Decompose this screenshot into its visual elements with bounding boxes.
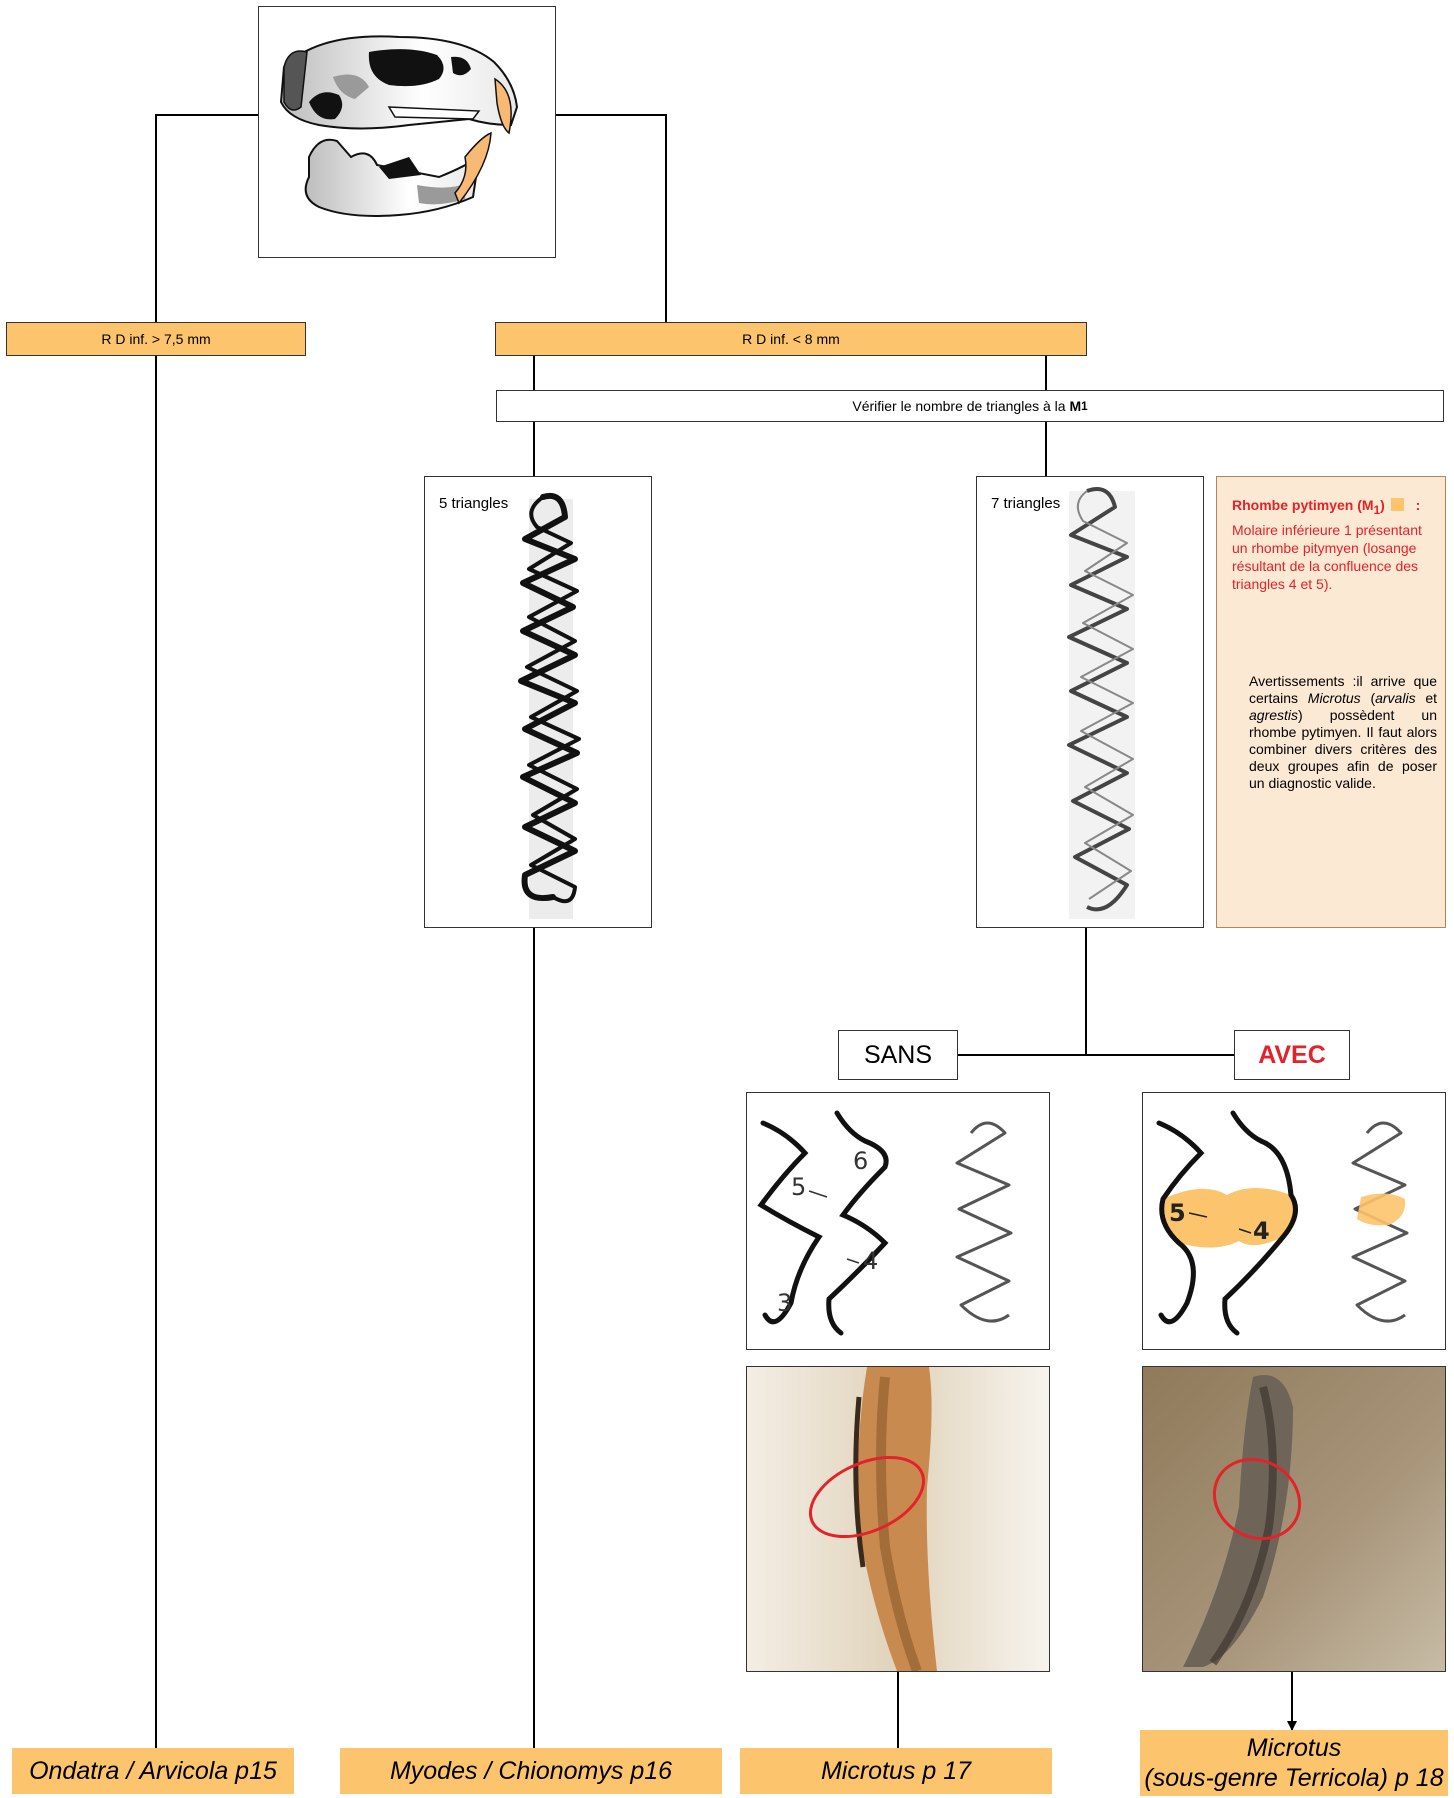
triangle-label-3: 3: [777, 1289, 792, 1317]
warning-species-2: agrestis: [1249, 707, 1298, 723]
molar-term: M: [1069, 398, 1081, 414]
note-body: Molaire inférieure 1 présentant un rhomb…: [1232, 521, 1432, 593]
result-ondatra-arvicola: Ondatra / Arvicola p15: [12, 1748, 294, 1794]
sans-detail-box: 5 6 4 3: [746, 1092, 1050, 1350]
seven-triangles-box: 7 triangles: [976, 476, 1204, 928]
branch-right-measure: R D inf. < 8 mm: [495, 322, 1087, 356]
note-title: Rhombe pytimyen (M1) :: [1232, 497, 1420, 517]
branch-left-measure: R D inf. > 7,5 mm: [6, 322, 306, 356]
avec-detail-box: 5 4: [1142, 1092, 1446, 1350]
result-myodes-text: Myodes / Chionomys p16: [390, 1756, 672, 1786]
highlight-swatch: [1391, 498, 1404, 511]
molar-term-sub: 1: [1081, 400, 1087, 413]
note-title-text: Rhombe pytimyen (M: [1232, 497, 1374, 513]
molar-detail-sans-icon: 5 6 4 3: [747, 1093, 1049, 1349]
skull-image-box: [258, 6, 556, 258]
verify-text: Vérifier le nombre de triangles à la: [852, 398, 1065, 414]
result-ondatra-text: Ondatra / Arvicola p15: [29, 1756, 277, 1786]
jaw-photo-sans-image: [747, 1367, 1049, 1671]
triangle-label-4: 4: [1253, 1217, 1270, 1245]
molar-five-triangles-icon: [425, 477, 651, 927]
result-terricola-line2: (sous-genre Terricola) p 18: [1144, 1763, 1443, 1793]
rodent-skull-icon: [259, 7, 555, 257]
warning-and: et: [1425, 690, 1437, 706]
choice-avec: AVEC: [1234, 1030, 1350, 1080]
result-microtus-text: Microtus p 17: [821, 1756, 971, 1786]
result-microtus: Microtus p 17: [740, 1748, 1052, 1794]
note-warning: Avertissements :il arrive que certains M…: [1249, 673, 1437, 792]
five-triangles-box: 5 triangles: [424, 476, 652, 928]
molar-seven-triangles-icon: [977, 477, 1203, 927]
result-microtus-terricola: Microtus (sous-genre Terricola) p 18: [1140, 1730, 1448, 1796]
triangle-label-5: 5: [791, 1173, 806, 1201]
molar-detail-avec-icon: 5 4: [1143, 1093, 1445, 1349]
avec-photo: [1142, 1366, 1446, 1672]
jaw-photo-avec-image: [1143, 1367, 1445, 1671]
rhombe-note: Rhombe pytimyen (M1) : Molaire inférieur…: [1216, 476, 1446, 928]
result-terricola-line1: Microtus: [1247, 1733, 1341, 1763]
warning-species-1: arvalis: [1375, 690, 1415, 706]
warning-genus: Microtus: [1308, 690, 1361, 706]
result-myodes-chionomys: Myodes / Chionomys p16: [340, 1748, 722, 1794]
note-title-end: ): [1380, 497, 1385, 513]
note-title-colon: :: [1416, 497, 1421, 513]
triangle-label-4: 4: [863, 1247, 878, 1275]
choice-sans: SANS: [838, 1030, 958, 1080]
sans-photo: [746, 1366, 1050, 1672]
triangle-label-6: 6: [853, 1147, 868, 1175]
triangle-label-5: 5: [1169, 1199, 1186, 1227]
